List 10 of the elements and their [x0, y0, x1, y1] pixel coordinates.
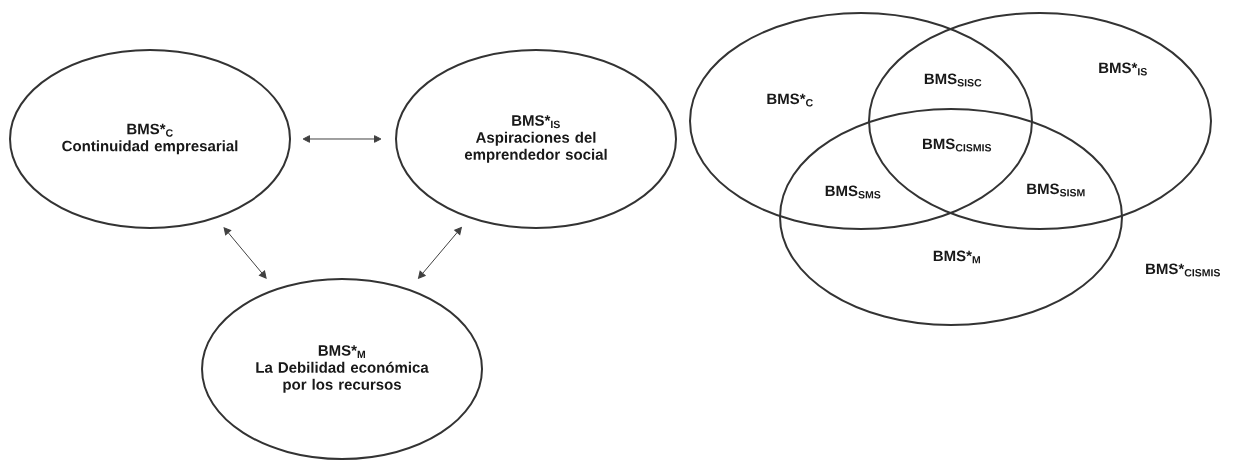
arrow [223, 227, 267, 279]
region-label: BMS$_{SMS}$ [825, 185, 881, 199]
ellipse-node: BMS*$_{M}$ La Debilidad económica por los recursos [201, 278, 483, 460]
ellipse-node: BMS*$_{IS}$ Aspiraciones del emprendedor social [395, 49, 677, 229]
region-label: BMS*$_{CISMIS}$ [1146, 263, 1220, 277]
ellipse-node: BMS*$_{C}$ Continuidad empresarial [9, 49, 291, 229]
region-label: BMS$_{SISC}$ [924, 73, 982, 87]
arrow [302, 135, 382, 143]
region-label: BMS$_{CISMIS}$ [923, 138, 992, 152]
arrow [418, 227, 462, 279]
